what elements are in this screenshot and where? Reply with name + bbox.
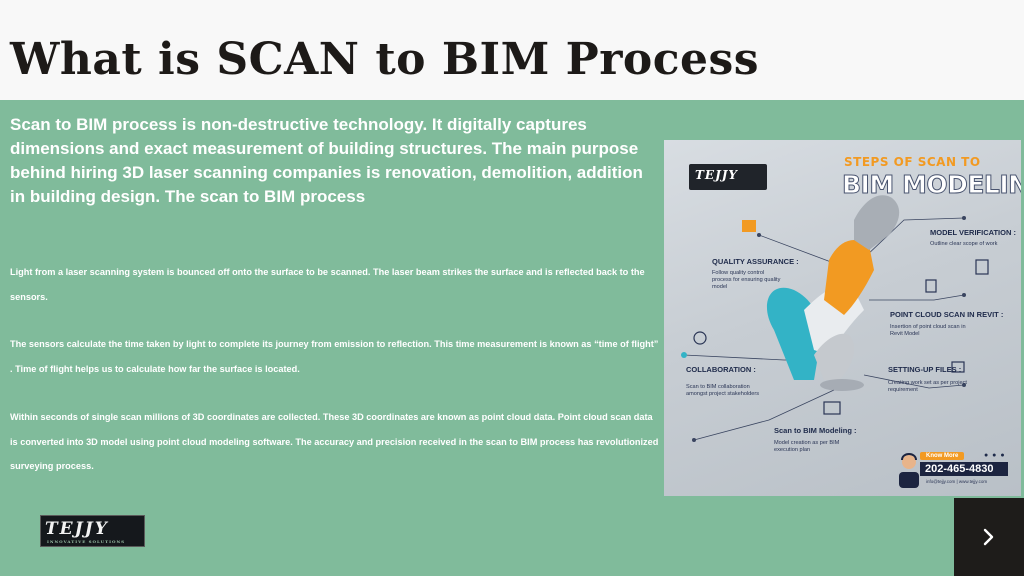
step-quality-title: QUALITY ASSURANCE :	[712, 257, 799, 266]
infographic-heading-top: STEPS OF SCAN TO	[844, 155, 981, 169]
step-setting-up-title: SETTING-UP FILES :	[888, 365, 962, 374]
footer-logo-text: TEJJY	[45, 519, 109, 539]
infographic-artwork	[681, 195, 989, 442]
body-paragraph-3: Within seconds of single scan millions o…	[10, 412, 659, 471]
support-agent-icon	[899, 453, 919, 488]
next-slide-button[interactable]	[954, 498, 1024, 576]
step-collaboration-title: COLLABORATION :	[686, 365, 756, 374]
step-modeling-text: Model creation as per BIM execution plan	[774, 440, 840, 453]
scan-to-bim-infographic: TEJJY STEPS OF SCAN TO BIM MODELING QUAL…	[664, 140, 1021, 496]
chevron-right-icon	[983, 528, 994, 546]
slide-title: What is SCAN to BIM Process	[10, 34, 760, 85]
step-verification-text: Outline clear scope of work	[930, 241, 998, 247]
phone-number: 202-465-4830	[920, 462, 1008, 476]
contact-block: Know More ● ● ● 202-465-4830 info@tejjy.…	[898, 450, 1010, 488]
step-collaboration-text: Scan to BIM collaboration amongst projec…	[686, 384, 760, 397]
footer-logo: TEJJY INNOVATIVE SOLUTIONS	[40, 515, 145, 547]
footer-logo-tagline: INNOVATIVE SOLUTIONS	[47, 539, 125, 544]
lead-paragraph: Scan to BIM process is non-destructive t…	[10, 115, 643, 206]
step-revit-title: POINT CLOUD SCAN IN REVIT :	[890, 310, 1004, 319]
body-paragraph-2: The sensors calculate the time taken by …	[10, 339, 659, 374]
step-setting-up-text: Creating work set as per project require…	[888, 380, 967, 393]
step-verification-title: MODEL VERIFICATION :	[930, 228, 1016, 237]
step-revit-text: Insertion of point cloud scan in Revit M…	[890, 324, 966, 337]
infographic-logo: TEJJY	[689, 164, 767, 190]
infographic-heading-main: BIM MODELING	[842, 170, 1021, 200]
body-paragraph-1: Light from a laser scanning system is bo…	[10, 267, 645, 302]
social-icons: ● ● ●	[984, 452, 1006, 459]
contact-email: info@tejjy.com | www.tejjy.com	[926, 479, 988, 484]
know-more-button[interactable]: Know More	[920, 452, 965, 460]
step-modeling-title: Scan to BIM Modeling :	[774, 426, 857, 435]
title-bar	[0, 0, 1024, 100]
step-quality-text: Follow quality control process for ensur…	[712, 270, 781, 290]
